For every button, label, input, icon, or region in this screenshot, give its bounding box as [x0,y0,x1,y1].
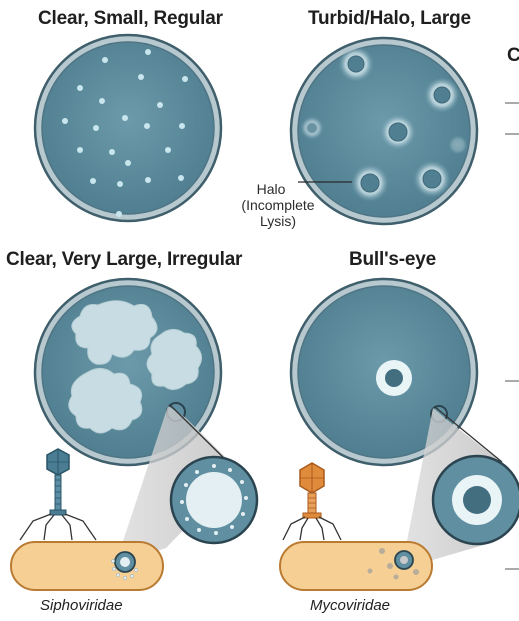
mycoviridae-phage-icon [283,463,341,540]
plate-clear-small [35,35,221,221]
bacterium-left [11,542,163,590]
plate-turbid-halo [291,38,477,224]
siphoviridae-phage-icon [20,449,96,540]
bacterium-right [280,542,432,590]
